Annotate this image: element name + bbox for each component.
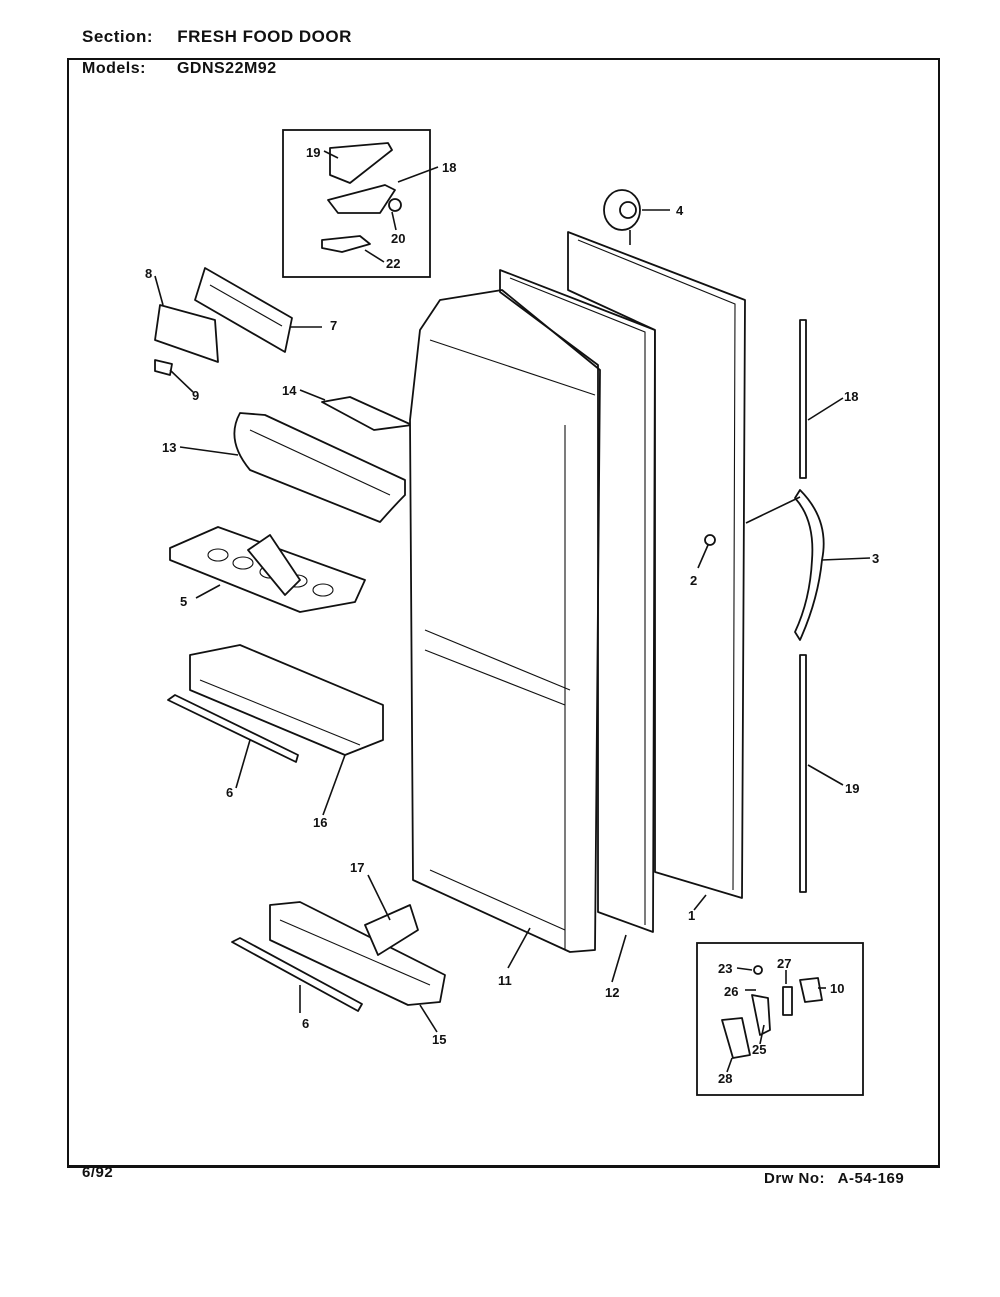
footer-date: 6/92: [82, 1164, 114, 1181]
part-label: 14: [282, 383, 297, 398]
part-label: 20: [391, 231, 405, 246]
part-label: 13: [162, 440, 176, 455]
small-shelf: [321, 396, 413, 431]
part-label: 12: [605, 985, 619, 1000]
footer-divider: [67, 1165, 940, 1167]
outer-door-panel: [567, 231, 746, 899]
part-label: 19: [306, 145, 320, 160]
hinge-inset: [282, 129, 431, 278]
part-label: 27: [777, 956, 791, 971]
part-label: 26: [724, 984, 738, 999]
section-header: Section: FRESH FOOD DOOR: [82, 27, 352, 47]
door-liner: [409, 289, 601, 953]
part-label: 7: [330, 318, 337, 333]
models-value: GDNS22M92: [176, 60, 277, 77]
part-label: 18: [442, 160, 456, 175]
drawing-frame: [67, 58, 940, 1168]
door-bin-lower: [231, 901, 446, 1012]
part-label: 9: [192, 388, 199, 403]
part-label: 5: [180, 594, 187, 609]
part-label: 1: [688, 908, 695, 923]
part-label: 8: [145, 266, 152, 281]
upper-left-parts: [154, 267, 293, 376]
door-bin-upper: [167, 644, 384, 763]
part-label: 6: [302, 1016, 309, 1031]
drawing-number-value: A-54-169: [837, 1170, 905, 1187]
part-label: 23: [718, 961, 732, 976]
handle-parts: [704, 319, 825, 893]
part-label: 16: [313, 815, 327, 830]
section-label: Section:: [82, 27, 154, 46]
door-plug: [603, 189, 641, 231]
drawing-number: Drw No: A-54-169: [764, 1170, 904, 1187]
part-label: 11: [498, 973, 512, 988]
part-label: 17: [350, 860, 364, 875]
part-label: 3: [872, 551, 879, 566]
closer-inset: [696, 942, 864, 1096]
part-label: 25: [752, 1042, 766, 1057]
part-label: 18: [844, 389, 858, 404]
part-label: 10: [830, 981, 844, 996]
part-label: 6: [226, 785, 233, 800]
part-label: 4: [676, 203, 684, 218]
dairy-cover: [233, 412, 406, 523]
leader-lines: [154, 150, 871, 1073]
part-label: 2: [690, 573, 697, 588]
part-labels: 19 18 20 22 4 8 7 9 14 13 5 6 16 18 3 2 …: [145, 145, 879, 1086]
models-label: Models:: [82, 60, 146, 77]
part-label: 28: [718, 1071, 732, 1086]
models-header: Models: GDNS22M92: [82, 60, 277, 78]
section-value: FRESH FOOD DOOR: [177, 27, 352, 46]
part-label: 22: [386, 256, 400, 271]
egg-tray: [169, 526, 366, 613]
part-label: 15: [432, 1032, 446, 1047]
part-label: 19: [845, 781, 859, 796]
drawing-label: Drw No:: [764, 1170, 825, 1187]
